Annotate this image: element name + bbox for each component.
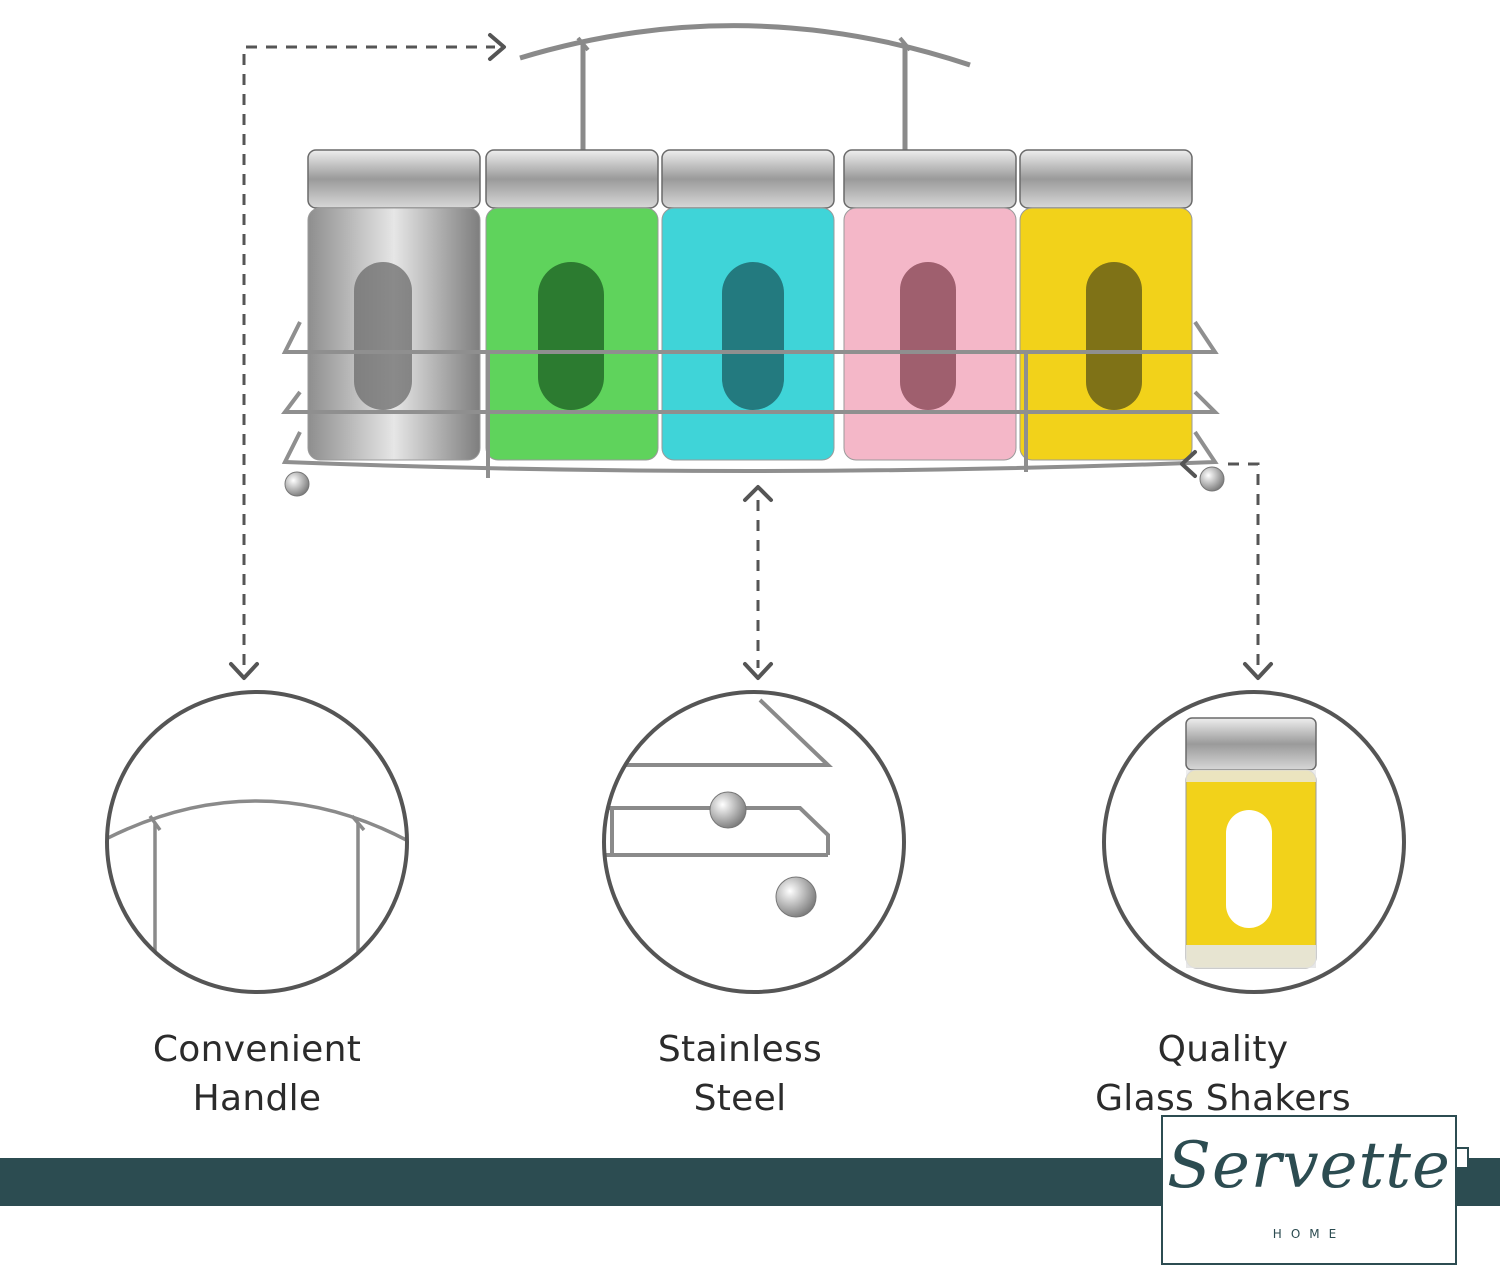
- arrow-handle: [242, 45, 495, 665]
- rack-foot-right: [1199, 466, 1225, 492]
- feature-caption-line2: Handle: [192, 1078, 322, 1119]
- jar-yellow: [1019, 149, 1193, 461]
- jar-green: [485, 149, 659, 461]
- detail-circle-glass: [1102, 690, 1406, 994]
- steel-ball-foot-top: [709, 791, 747, 829]
- rack-frame: [281, 320, 1220, 478]
- detail-circle-handle: [105, 690, 409, 994]
- arrow-glass: [1228, 462, 1260, 668]
- feature-caption-line1: Convenient: [152, 1029, 362, 1070]
- feature-caption-handle: Convenient Handle: [97, 1025, 417, 1123]
- rack-handle: [519, 23, 971, 150]
- feature-caption-glass: Quality Glass Shakers: [1060, 1025, 1386, 1123]
- jar-pink: [843, 149, 1017, 461]
- feature-caption-line1: Quality: [1157, 1029, 1289, 1070]
- arrow-heads: [229, 33, 1273, 680]
- feature-caption-steel: Stainless Steel: [575, 1025, 905, 1123]
- brand-logo: Servette HOME: [1161, 1115, 1457, 1265]
- rack-foot-left: [284, 471, 310, 497]
- detail-circle-steel: [602, 690, 906, 994]
- jar-stainless: [307, 149, 481, 461]
- feature-caption-line2: Glass Shakers: [1095, 1078, 1351, 1119]
- jar-teal: [661, 149, 835, 461]
- callout-arrows: [242, 45, 1260, 668]
- brand-logo-wordmark: Servette: [1167, 1129, 1451, 1203]
- feature-caption-line2: Steel: [693, 1078, 787, 1119]
- brand-logo-subtitle: HOME: [1272, 1227, 1346, 1241]
- steel-ball-foot-bottom: [775, 876, 817, 918]
- feature-caption-line1: Stainless: [657, 1029, 823, 1070]
- spice-rack-product: [281, 23, 1225, 497]
